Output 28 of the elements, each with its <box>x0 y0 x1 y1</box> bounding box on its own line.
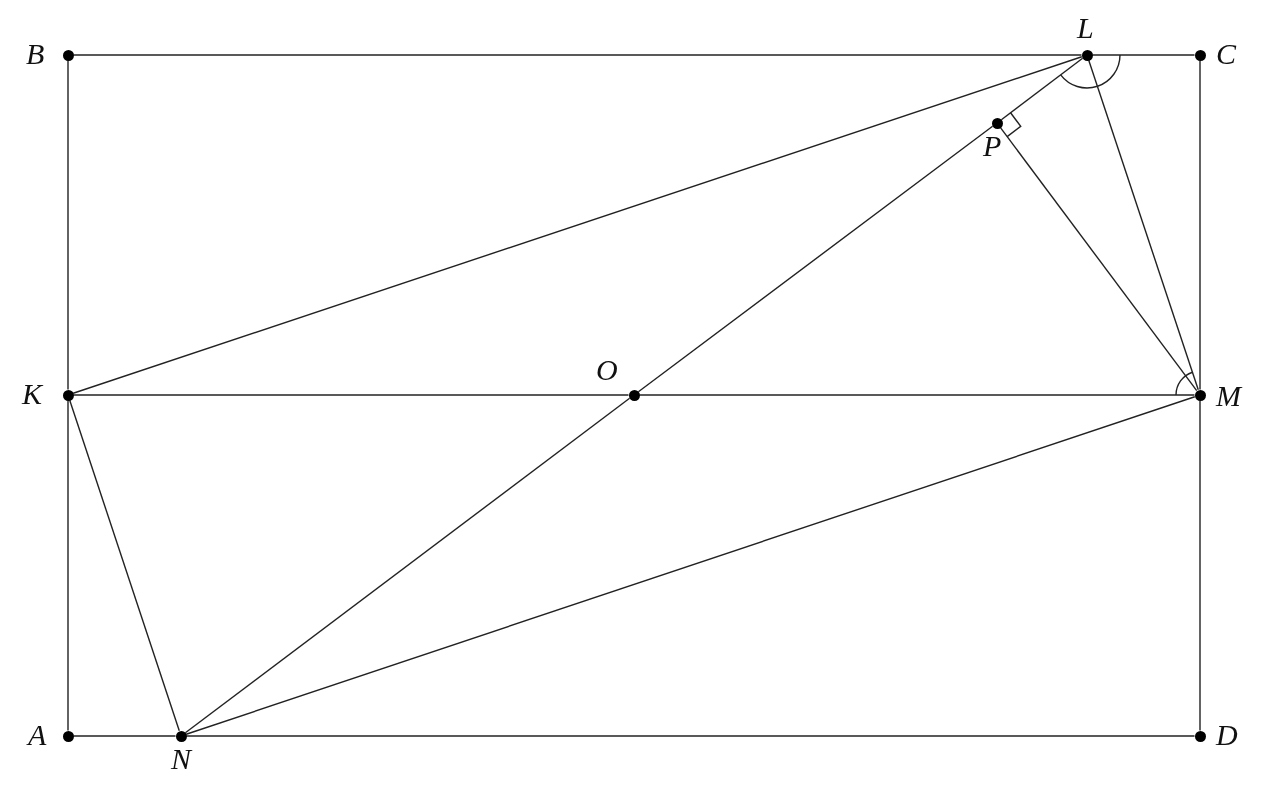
line-segment <box>69 399 180 732</box>
point-label: P <box>983 131 1002 161</box>
point-label: N <box>171 744 191 774</box>
point-label: C <box>1216 39 1236 69</box>
point-label: M <box>1216 381 1241 411</box>
line-segment <box>1091 54 1196 56</box>
point-label: A <box>28 720 47 750</box>
line-segment <box>999 126 1198 392</box>
point-label: K <box>22 379 42 409</box>
line-segment <box>67 399 69 732</box>
line-segment <box>184 397 631 734</box>
point-label: O <box>596 355 618 385</box>
line-segment <box>72 394 630 396</box>
line-segment <box>1088 59 1199 391</box>
point-label: L <box>1077 13 1094 43</box>
line-segment <box>72 735 177 737</box>
point-label: D <box>1216 720 1238 750</box>
line-segment <box>185 396 1196 735</box>
point-label: B <box>26 39 45 69</box>
line-segment <box>72 54 1083 56</box>
line-segment <box>1000 57 1084 121</box>
line-segment <box>72 56 1083 394</box>
line-segment <box>638 394 1196 396</box>
line-segment <box>185 735 1196 737</box>
line-segment <box>1199 59 1201 391</box>
line-segment <box>67 59 69 391</box>
line-segment <box>637 125 994 393</box>
line-segment <box>1199 399 1201 732</box>
